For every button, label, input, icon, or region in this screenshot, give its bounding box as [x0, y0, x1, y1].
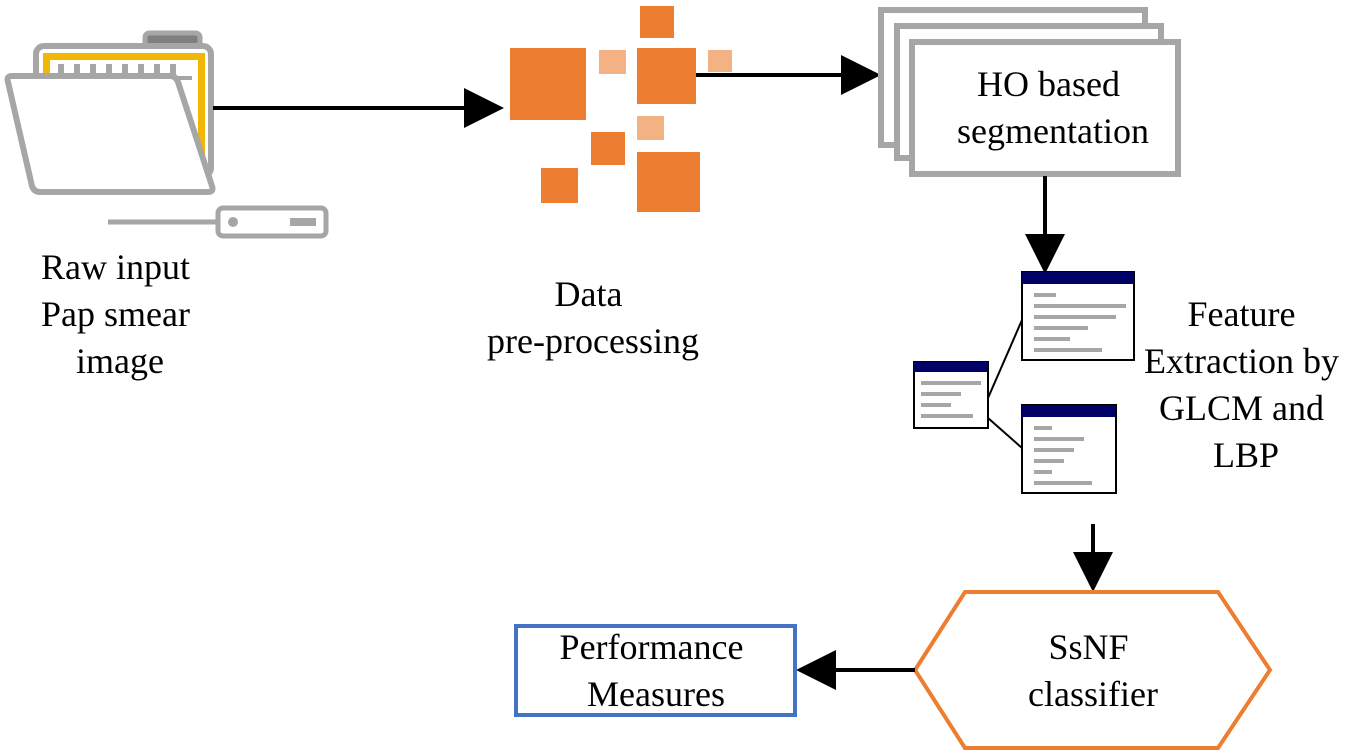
segmentation-line-1: HO based [977, 64, 1120, 104]
feature-extraction-line-4: LBP [1213, 435, 1279, 475]
feature-table-input [913, 361, 989, 429]
classifier-label: SsNF classifier [1028, 627, 1158, 714]
linked-tables-icon [913, 271, 1135, 494]
stacked-pages-icon [878, 7, 1181, 177]
segmentation-line-2: segmentation [957, 111, 1149, 151]
segmentation-label: HO based segmentation [957, 64, 1149, 151]
raw-input-line-1: Raw input [41, 247, 190, 287]
preprocessing-line-1: Data [555, 274, 623, 314]
performance-line-2: Measures [587, 674, 725, 714]
raw-input-line-2: Pap smear [41, 294, 190, 334]
preprocessing-label: Data pre-processing [487, 274, 699, 361]
feature-extraction-line-3: GLCM and [1159, 388, 1324, 428]
raw-input-label: Raw input Pap smear image [41, 247, 199, 381]
classifier-hexagon [912, 590, 1273, 750]
raw-input-line-3: image [76, 341, 164, 381]
performance-line-1: Performance [560, 627, 744, 667]
scattered-squares-icon [510, 6, 732, 212]
preprocessing-line-2: pre-processing [487, 321, 699, 361]
feature-table-glcm [1021, 271, 1135, 361]
classifier-line-1: SsNF [1048, 627, 1128, 667]
open-folder-icon [4, 30, 329, 239]
feature-extraction-line-1: Feature [1188, 294, 1296, 334]
feature-extraction-line-2: Extraction by [1144, 341, 1339, 381]
feature-extraction-label: Feature Extraction by GLCM and LBP [1144, 294, 1348, 475]
performance-label: Performance Measures [560, 627, 753, 714]
feature-table-lbp [1021, 404, 1117, 494]
performance-box [514, 624, 797, 717]
classifier-line-2: classifier [1028, 674, 1158, 714]
